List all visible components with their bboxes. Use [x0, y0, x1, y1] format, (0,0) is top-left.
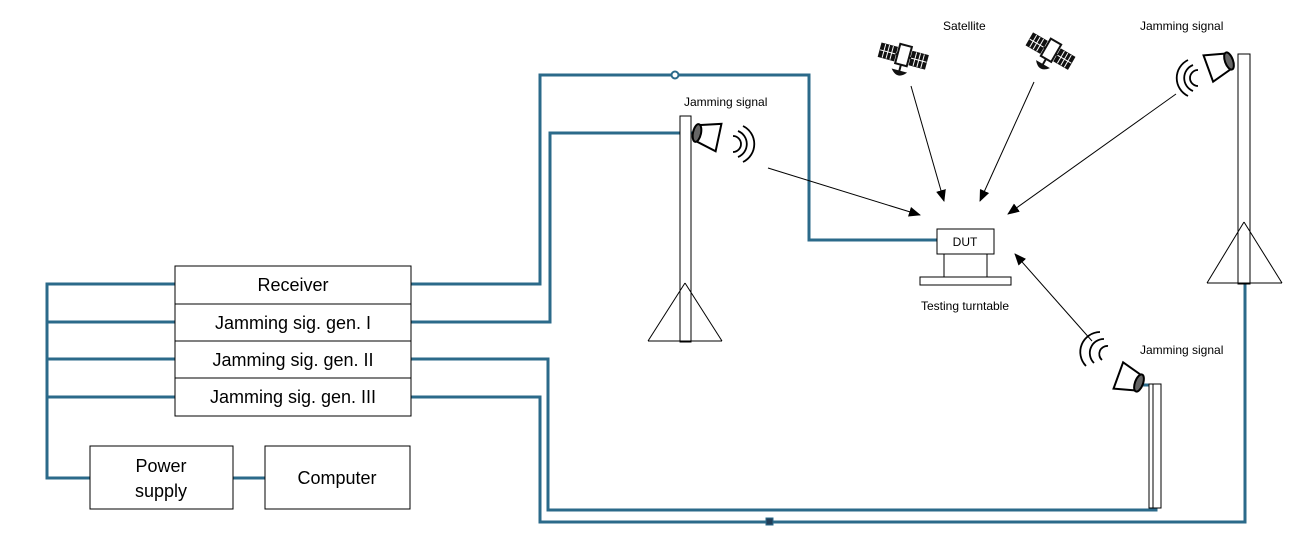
gen1-cable: [411, 131, 697, 324]
receiver-cable: [411, 73, 937, 286]
arrow-bottom-jammer-to-dut: [1014, 253, 1093, 342]
dut-box: [936, 228, 995, 255]
jamming-signal-label-bottom: Jamming signal: [1140, 343, 1223, 357]
satellite-icon: [1018, 28, 1078, 82]
computer-box: Computer: [264, 445, 411, 510]
gen3-label: Jamming sig. gen. III: [210, 387, 376, 407]
gen2-label: Jamming sig. gen. II: [212, 350, 373, 370]
turntable-label: Testing turntable: [921, 299, 1009, 313]
satellite-icon: [873, 38, 931, 83]
equipment-rack: Receiver Jamming sig. gen. I Jamming sig…: [174, 265, 412, 417]
signal-waves-icon: [1079, 331, 1109, 367]
gen2-cable: [411, 357, 1158, 512]
antenna-icon: [1202, 51, 1235, 84]
cable-junction-bottom: [765, 517, 774, 526]
arrow-right-jammer-to-dut: [1007, 93, 1177, 215]
power-supply-label-line1: Power: [135, 456, 186, 476]
power-supply-box: Power supply: [89, 445, 234, 510]
computer-label: Computer: [297, 468, 376, 488]
turntable-base: [919, 276, 1012, 286]
gen1-label: Jamming sig. gen. I: [215, 313, 371, 333]
signal-arrows: [767, 81, 1177, 342]
antenna-icon: [691, 122, 723, 153]
receiver-label: Receiver: [257, 275, 328, 295]
antenna-icon: [1112, 360, 1145, 393]
arrow-left-jammer-to-dut: [767, 167, 921, 217]
power-bus-cable: [45, 282, 175, 480]
cable-junction-top: [670, 70, 680, 80]
jamming-signal-label-left: Jamming signal: [684, 95, 767, 109]
jammer-post-bottom: Jamming signal: [1079, 331, 1223, 509]
power-supply-label-line2: supply: [135, 481, 187, 501]
jammer-mast-right: Jamming signal: [1140, 19, 1283, 285]
dut-turntable: DUT Testing turntable: [919, 228, 1012, 313]
jammer-mast-left: Jamming signal: [647, 95, 767, 343]
arrow-satellite2-to-dut: [979, 81, 1035, 202]
arrow-satellite1-to-dut: [910, 85, 946, 202]
satellite-label: Satellite: [943, 19, 986, 33]
signal-waves-icon: [1175, 59, 1199, 97]
turntable-column: [943, 253, 988, 278]
signal-waves-icon: [732, 125, 756, 163]
dut-label: DUT: [953, 235, 978, 249]
jamming-signal-label-right: Jamming signal: [1140, 19, 1223, 33]
gen3-cable: [411, 56, 1247, 524]
